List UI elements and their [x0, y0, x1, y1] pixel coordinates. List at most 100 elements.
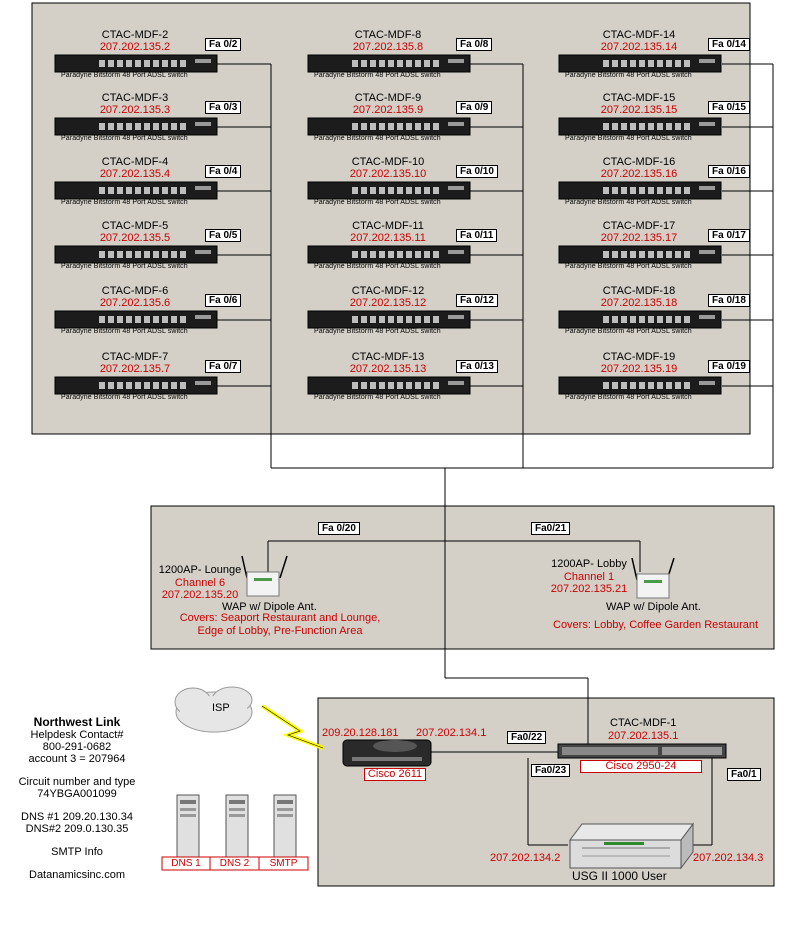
provider-info: Northwest Link Helpdesk Contact# 800-291… — [4, 715, 150, 881]
adsl-switch-bodies — [54, 54, 722, 395]
wap-lobby-channel: Channel 1 — [563, 571, 615, 583]
circuit-number: 74YBGA001099 — [37, 788, 117, 800]
adsl-switch-icon — [558, 376, 722, 395]
port-label-wap-lounge: Fa 0/20 — [318, 522, 360, 535]
switch-name: CTAC-MDF-2 — [101, 29, 169, 41]
switch-ip: 207.202.135.9 — [352, 104, 424, 116]
wap-lounge-icon — [241, 555, 288, 597]
switch-name: CTAC-MDF-8 — [354, 29, 422, 41]
adsl-switch-icon — [54, 181, 218, 200]
port-label: Fa 0/17 — [708, 229, 750, 242]
switch-ip: 207.202.135.13 — [349, 363, 427, 375]
port-label: Fa 0/12 — [456, 294, 498, 307]
usg-ip-right: 207.202.134.3 — [693, 852, 764, 864]
helpdesk-phone: 800-291-0682 — [42, 741, 112, 753]
usg-label: USG II 1000 User — [572, 869, 667, 883]
wap-lounge-channel: Channel 6 — [174, 577, 226, 589]
switch-ip: 207.202.135.11 — [350, 232, 426, 244]
switch-caption: Paradyne Bitstorm 48 Port ADSL switch — [565, 328, 692, 335]
port-label: Fa 0/8 — [456, 38, 493, 51]
server-label-smtp: SMTP — [269, 858, 298, 869]
switch-ip: 207.202.135.8 — [352, 41, 424, 53]
switch-name: CTAC-MDF-18 — [602, 285, 676, 297]
wap-lobby-name: 1200AP- Lobby — [551, 558, 627, 570]
core-switch-icon — [557, 743, 727, 759]
port-label: Fa 0/15 — [708, 101, 750, 114]
server-label-dns2: DNS 2 — [219, 858, 250, 869]
usg-appliance-icon — [569, 822, 694, 870]
switch-caption: Paradyne Bitstorm 48 Port ADSL switch — [61, 72, 188, 79]
switch-name: CTAC-MDF-3 — [101, 92, 169, 104]
switch-name: CTAC-MDF-17 — [602, 220, 676, 232]
adsl-switch-icon — [54, 310, 218, 329]
switch-name: CTAC-MDF-12 — [351, 285, 425, 297]
core-switch-model-label: Cisco 2950-24 — [580, 760, 702, 773]
port-label: Fa 0/19 — [708, 360, 750, 373]
wap-lounge-ip: 207.202.135.20 — [161, 589, 239, 601]
wap-lounge-type: WAP w/ Dipole Ant. — [222, 601, 317, 613]
switch-caption: Paradyne Bitstorm 48 Port ADSL switch — [565, 135, 692, 142]
port-label: Fa 0/9 — [456, 101, 493, 114]
adsl-switch-icon — [307, 245, 471, 264]
switch-name: CTAC-MDF-13 — [351, 351, 425, 363]
circuit-label: Circuit number and type — [18, 776, 136, 788]
switch-ip: 207.202.135.17 — [600, 232, 678, 244]
column-2-wiring — [470, 63, 524, 468]
switch-caption: Paradyne Bitstorm 48 Port ADSL switch — [314, 263, 441, 270]
port-label: Fa 0/18 — [708, 294, 750, 307]
switch-ip: 207.202.135.15 — [600, 104, 678, 116]
port-label-usg-left: Fa0/23 — [531, 764, 571, 777]
router-model-label: Cisco 2611 — [364, 768, 426, 781]
switch-caption: Paradyne Bitstorm 48 Port ADSL switch — [565, 394, 692, 401]
switch-name: CTAC-MDF-16 — [602, 156, 676, 168]
switch-caption: Paradyne Bitstorm 48 Port ADSL switch — [314, 135, 441, 142]
server-label-dns1: DNS 1 — [171, 858, 201, 869]
adsl-switch-icon — [558, 310, 722, 329]
column-3-wiring — [722, 63, 774, 468]
provider-title: Northwest Link — [33, 715, 121, 729]
wap-lounge-name: 1200AP- Lounge — [158, 564, 242, 576]
dns1-info: DNS #1 209.20.130.34 — [21, 811, 133, 823]
isp-cloud-icon — [174, 686, 253, 733]
switch-panel — [31, 2, 751, 435]
core-panel — [317, 697, 775, 887]
adsl-switch-icon — [54, 117, 218, 136]
core-switch-name: CTAC-MDF-1 — [610, 717, 677, 729]
helpdesk-label: Helpdesk Contact# — [30, 729, 124, 741]
port-label: Fa 0/5 — [205, 229, 242, 242]
switch-ip: 207.202.135.5 — [99, 232, 171, 244]
port-label-wap-lobby: Fa0/21 — [531, 522, 571, 535]
switch-name: CTAC-MDF-5 — [101, 220, 169, 232]
switch-name: CTAC-MDF-19 — [602, 351, 676, 363]
port-label-uplink: Fa0/22 — [507, 731, 547, 744]
switch-ip: 207.202.135.2 — [99, 41, 171, 53]
trunk-wiring — [267, 467, 773, 846]
switch-ip: 207.202.135.7 — [99, 363, 171, 375]
port-label-usg-right: Fa0/1 — [727, 768, 761, 781]
account-number: account 3 = 207964 — [28, 753, 126, 765]
switch-ip: 207.202.135.6 — [99, 297, 171, 309]
core-switch-ip: 207.202.135.1 — [608, 730, 679, 742]
switch-ip: 207.202.135.10 — [349, 168, 427, 180]
router-lan-ip: 207.202.134.1 — [416, 727, 487, 739]
usg-ip-left: 207.202.134.2 — [490, 852, 561, 864]
switch-ip: 207.202.135.18 — [600, 297, 678, 309]
switch-name: CTAC-MDF-15 — [602, 92, 676, 104]
wap-lobby-icon — [631, 557, 675, 599]
switch-caption: Paradyne Bitstorm 48 Port ADSL switch — [61, 394, 188, 401]
switch-caption: Paradyne Bitstorm 48 Port ADSL switch — [314, 328, 441, 335]
website: Datanamicsinc.com — [29, 869, 125, 881]
adsl-switch-icon — [54, 54, 218, 73]
adsl-switch-icon — [307, 54, 471, 73]
port-label: Fa 0/3 — [205, 101, 242, 114]
switch-ip: 207.202.135.3 — [99, 104, 171, 116]
adsl-switch-icon — [307, 310, 471, 329]
wap-lobby-ip: 207.202.135.21 — [550, 583, 628, 595]
adsl-switch-icon — [558, 245, 722, 264]
port-label: Fa 0/10 — [456, 165, 498, 178]
switch-ip: 207.202.135.14 — [600, 41, 678, 53]
switch-caption: Paradyne Bitstorm 48 Port ADSL switch — [61, 328, 188, 335]
switch-ip: 207.202.135.4 — [99, 168, 171, 180]
dns2-info: DNS#2 209.0.130.35 — [25, 823, 129, 835]
